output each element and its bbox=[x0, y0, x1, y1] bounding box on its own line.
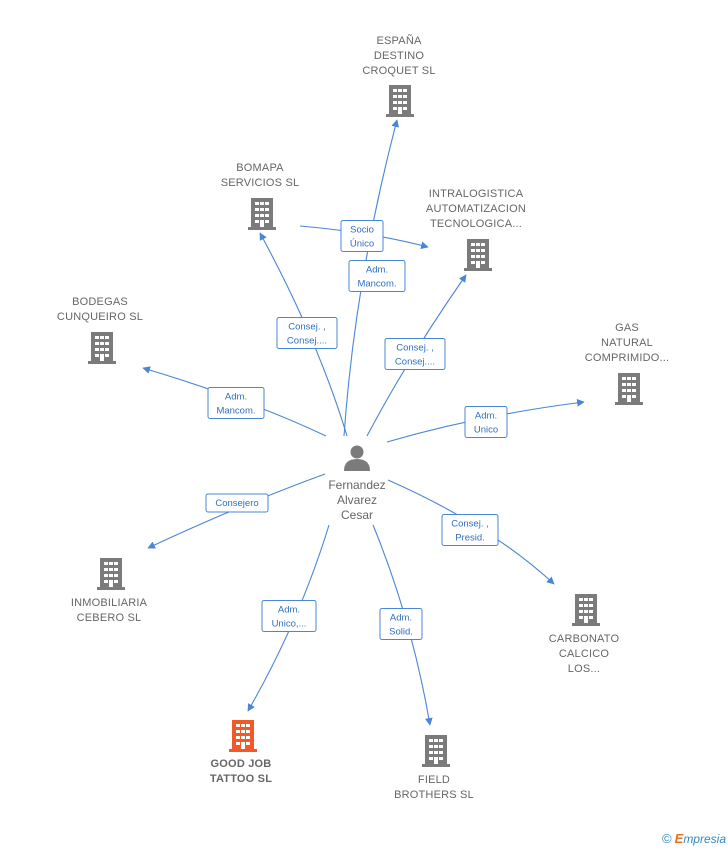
edge-label-box bbox=[464, 406, 508, 438]
company-label: CARBONATO bbox=[549, 633, 620, 645]
edge-label-text: Unico,... bbox=[272, 619, 307, 630]
person-icon bbox=[344, 445, 370, 471]
edge-label-person-gas[interactable]: Adm. Unico bbox=[464, 406, 508, 438]
edge-label-text: Adm. bbox=[278, 605, 300, 616]
edge-label-text: Presid. bbox=[455, 533, 485, 544]
company-label: AUTOMATIZACION bbox=[426, 203, 526, 215]
edge-label-text: Adm. bbox=[366, 265, 388, 276]
edge-label-text: Mancom. bbox=[357, 279, 396, 290]
edge-label-person-intralogistica[interactable]: Consej. , Consej.... bbox=[384, 338, 446, 370]
company-label: CUNQUEIRO SL bbox=[57, 311, 143, 323]
edge-label-box bbox=[276, 317, 338, 349]
company-node-intralogistica[interactable]: INTRALOGISTICA AUTOMATIZACION TECNOLOGICA.… bbox=[426, 188, 526, 271]
edge-label-box bbox=[441, 514, 499, 546]
company-node-gas-natural[interactable]: GAS NATURAL COMPRIMIDO... bbox=[585, 322, 670, 405]
building-icon bbox=[88, 332, 116, 364]
building-icon bbox=[464, 239, 492, 271]
building-icon bbox=[97, 558, 125, 590]
edge-label-text: Consej.... bbox=[287, 336, 327, 347]
building-icon bbox=[229, 720, 257, 752]
person-name: Cesar bbox=[341, 508, 373, 522]
copyright-icon: © bbox=[662, 831, 672, 846]
company-label: FIELD bbox=[418, 774, 450, 786]
company-label: INTRALOGISTICA bbox=[429, 188, 524, 200]
company-label: CROQUET SL bbox=[362, 65, 435, 77]
company-label: BODEGAS bbox=[72, 296, 128, 308]
person-name: Fernandez bbox=[328, 478, 385, 492]
company-label: GAS bbox=[615, 322, 639, 334]
edge-label-text: Consej. , bbox=[451, 519, 489, 530]
edge-label-text: Socio bbox=[350, 225, 374, 236]
building-icon bbox=[386, 85, 414, 117]
building-icon bbox=[572, 594, 600, 626]
company-label: TATTOO SL bbox=[210, 773, 272, 785]
edge-label-text: Mancom. bbox=[216, 406, 255, 417]
edge-label-box bbox=[379, 608, 423, 640]
edge-label-text: Adm. bbox=[475, 411, 497, 422]
edge-label-text: Consej. , bbox=[288, 322, 326, 333]
building-icon bbox=[248, 198, 276, 230]
building-icon bbox=[615, 373, 643, 405]
edge-label-text: Único bbox=[350, 239, 374, 250]
edge-label-text: Adm. bbox=[225, 392, 247, 403]
edge-label-box bbox=[207, 387, 265, 419]
edge-label-person-inmobiliaria[interactable]: Consejero bbox=[205, 493, 269, 513]
brand-name: mpresia bbox=[683, 832, 726, 846]
company-node-bodegas[interactable]: BODEGAS CUNQUEIRO SL bbox=[57, 296, 143, 364]
company-label: CEBERO SL bbox=[77, 612, 142, 624]
building-icon bbox=[422, 735, 450, 767]
company-label: BOMAPA bbox=[236, 162, 284, 174]
edge-label-person-goodjob[interactable]: Adm. Unico,... bbox=[261, 600, 317, 632]
company-node-espana-destino[interactable]: ESPAÑA DESTINO CROQUET SL bbox=[362, 34, 435, 117]
brand-footer: ©Empresia bbox=[662, 831, 726, 846]
brand-logo-initial: E bbox=[674, 831, 684, 846]
company-label: ESPAÑA bbox=[376, 34, 421, 47]
edge-label-text: Consej.... bbox=[395, 357, 435, 368]
edge-label-person-bodegas[interactable]: Adm. Mancom. bbox=[207, 387, 265, 419]
company-label: DESTINO bbox=[374, 50, 425, 62]
company-label: NATURAL bbox=[601, 337, 653, 349]
edge-label-person-carbonato[interactable]: Consej. , Presid. bbox=[441, 514, 499, 546]
edge-label-text: Adm. bbox=[390, 613, 412, 624]
company-label: TECNOLOGICA... bbox=[430, 218, 522, 230]
edge-label-text: Solid. bbox=[389, 627, 413, 638]
edge-label-box bbox=[384, 338, 446, 370]
company-label: SERVICIOS SL bbox=[221, 177, 300, 189]
edge-label-person-bomapa[interactable]: Consej. , Consej.... bbox=[276, 317, 338, 349]
company-label: COMPRIMIDO... bbox=[585, 352, 670, 364]
edge-label-box bbox=[340, 220, 384, 252]
person-name: Alvarez bbox=[337, 493, 377, 507]
edge-label-person-espana[interactable]: Adm. Mancom. bbox=[348, 260, 406, 292]
edge-label-box bbox=[261, 600, 317, 632]
company-label: BROTHERS SL bbox=[394, 789, 474, 801]
company-label: CALCICO bbox=[559, 648, 610, 660]
company-label: LOS... bbox=[568, 663, 600, 675]
edge-label-box bbox=[348, 260, 406, 292]
company-label: GOOD JOB bbox=[211, 758, 272, 770]
company-node-bomapa[interactable]: BOMAPA SERVICIOS SL bbox=[221, 162, 300, 230]
edge-label-text: Unico bbox=[474, 425, 498, 436]
company-node-field-brothers[interactable]: FIELD BROTHERS SL bbox=[394, 735, 474, 801]
company-node-good-job[interactable]: GOOD JOB TATTOO SL bbox=[210, 720, 272, 785]
edge-label-text: Consej. , bbox=[396, 343, 434, 354]
company-node-carbonato[interactable]: CARBONATO CALCICO LOS... bbox=[549, 594, 620, 675]
edge-label-box bbox=[205, 493, 269, 513]
company-node-inmobiliaria[interactable]: INMOBILIARIA CEBERO SL bbox=[71, 558, 148, 624]
company-label: INMOBILIARIA bbox=[71, 597, 148, 609]
edge-label-text: Consejero bbox=[215, 498, 258, 509]
edge-label-person-field[interactable]: Adm. Solid. bbox=[379, 608, 423, 640]
